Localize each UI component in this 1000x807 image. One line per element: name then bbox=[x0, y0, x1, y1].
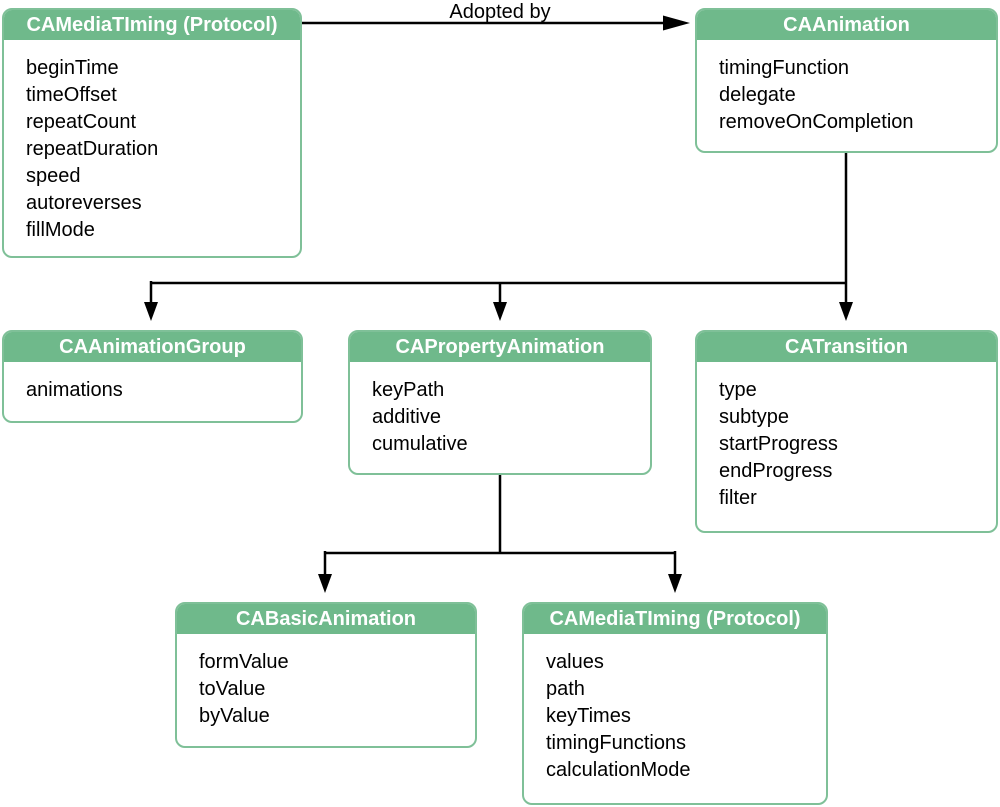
capropertyanimation-subclass-connector bbox=[318, 475, 682, 593]
property-item: calculationMode bbox=[546, 759, 691, 781]
property-item: removeOnCompletion bbox=[719, 111, 914, 133]
class-box-capropertyanimation: CAPropertyAnimation keyPath additive cum… bbox=[348, 330, 652, 475]
class-box-caanimation: CAAnimation timingFunction delegate remo… bbox=[695, 8, 998, 153]
property-item: byValue bbox=[199, 705, 270, 727]
property-item: type bbox=[719, 379, 757, 401]
property-item: repeatDuration bbox=[26, 138, 159, 160]
property-item: path bbox=[546, 678, 585, 700]
property-item: startProgress bbox=[719, 433, 838, 455]
property-item: timeOffset bbox=[26, 84, 117, 106]
property-item: timingFunctions bbox=[546, 732, 687, 754]
property-item: formValue bbox=[199, 651, 289, 673]
class-title-camediatiming-top: CAMediaTIming (Protocol) bbox=[4, 10, 300, 42]
class-box-cabasicanimation: CABasicAnimation formValue toValue byVal… bbox=[175, 602, 477, 748]
property-list: type subtype startProgress endProgress f… bbox=[697, 364, 996, 512]
property-item: beginTime bbox=[26, 57, 119, 79]
class-title-catransition: CATransition bbox=[697, 332, 996, 364]
property-item: subtype bbox=[719, 406, 790, 428]
class-title-cabasicanimation: CABasicAnimation bbox=[177, 604, 475, 636]
property-item: keyPath bbox=[372, 379, 445, 401]
property-item: timingFunction bbox=[719, 57, 850, 79]
property-list: keyPath additive cumulative bbox=[350, 364, 650, 458]
property-item: values bbox=[546, 651, 604, 673]
property-item: repeatCount bbox=[26, 111, 137, 133]
property-list: animations bbox=[4, 364, 301, 404]
property-list: timingFunction delegate removeOnCompleti… bbox=[697, 42, 996, 136]
property-list: values path keyTimes timingFunctions cal… bbox=[524, 636, 826, 784]
property-item: fillMode bbox=[26, 219, 95, 241]
class-title-caanimationgroup: CAAnimationGroup bbox=[4, 332, 301, 364]
property-item: additive bbox=[372, 406, 441, 428]
class-box-caanimationgroup: CAAnimationGroup animations bbox=[2, 330, 303, 423]
property-item: toValue bbox=[199, 678, 266, 700]
property-item: cumulative bbox=[372, 433, 468, 455]
class-box-camediatiming-protocol-top: CAMediaTIming (Protocol) beginTime timeO… bbox=[2, 8, 302, 258]
class-box-camediatiming-protocol-bottom: CAMediaTIming (Protocol) values path key… bbox=[522, 602, 828, 805]
class-title-caanimation: CAAnimation bbox=[697, 10, 996, 42]
property-item: autoreverses bbox=[26, 192, 142, 214]
class-title-camediatiming-bottom: CAMediaTIming (Protocol) bbox=[524, 604, 826, 636]
property-item: speed bbox=[26, 165, 81, 187]
property-list: formValue toValue byValue bbox=[177, 636, 475, 730]
property-item: endProgress bbox=[719, 460, 833, 482]
property-item: filter bbox=[719, 487, 757, 509]
property-list: beginTime timeOffset repeatCount repeatD… bbox=[4, 42, 300, 244]
class-title-capropertyanimation: CAPropertyAnimation bbox=[350, 332, 650, 364]
property-item: animations bbox=[26, 379, 123, 401]
class-box-catransition: CATransition type subtype startProgress … bbox=[695, 330, 998, 533]
adopted-by-label: Adopted by bbox=[449, 1, 551, 23]
property-item: delegate bbox=[719, 84, 796, 106]
property-item: keyTimes bbox=[546, 705, 631, 727]
